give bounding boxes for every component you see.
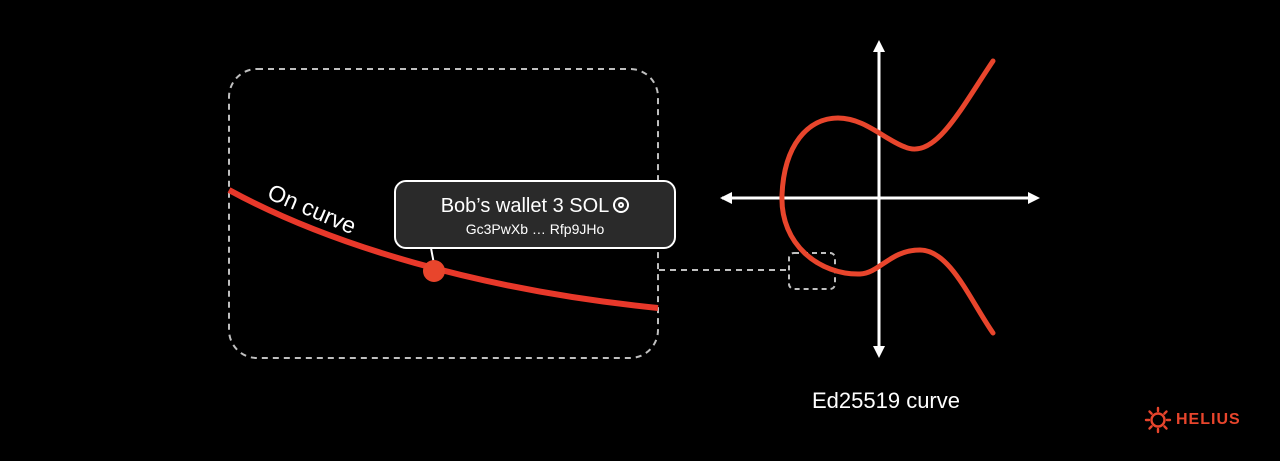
- curve-caption: Ed25519 curve: [812, 388, 960, 413]
- elliptic-curve: [779, 58, 996, 336]
- wallet-title-row: Bob’s wallet 3 SOL: [396, 194, 674, 218]
- brand-logo: HELIUS: [1146, 408, 1241, 432]
- arrow-right-icon: [1028, 192, 1040, 204]
- helius-sun-icon: [1144, 406, 1172, 434]
- wallet-title: Bob’s wallet 3 SOL: [440, 195, 610, 217]
- wallet-tooltip: Bob’s wallet 3 SOL Gc3PwXb … Rfp9JHo: [394, 180, 676, 249]
- zoomed-curve-segment: [227, 187, 659, 311]
- wallet-address: Gc3PwXb … Rfp9JHo: [465, 221, 605, 237]
- arrow-left-icon: [720, 192, 732, 204]
- brand-name: HELIUS: [1176, 411, 1241, 428]
- arrow-up-icon: [873, 40, 885, 52]
- curve-axes: [720, 40, 1040, 358]
- arrow-down-icon: [873, 346, 885, 358]
- wallet-point: [423, 260, 445, 282]
- solana-token-icon: [613, 197, 630, 213]
